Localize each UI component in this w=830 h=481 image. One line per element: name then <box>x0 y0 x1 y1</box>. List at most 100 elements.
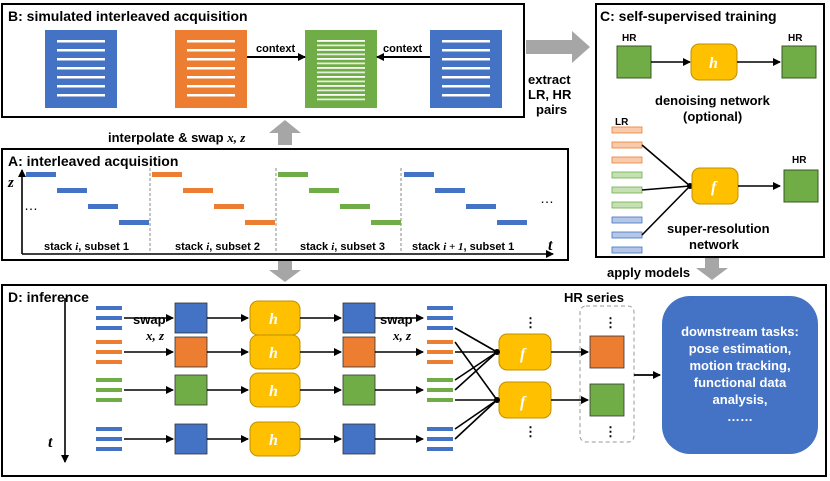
slice-line <box>442 94 490 97</box>
slice-line <box>57 58 105 61</box>
f-input-line <box>454 399 498 430</box>
input-slice <box>96 378 122 382</box>
hr-sr-patch <box>783 169 819 203</box>
lr-converging-line <box>641 144 691 187</box>
svg-text:⋮: ⋮ <box>604 315 617 330</box>
arrow-a-to-b <box>269 120 301 145</box>
arrow-c-to-d <box>696 258 728 280</box>
lr-slice <box>611 141 643 149</box>
acquired-slice <box>57 188 87 193</box>
arrow-a-to-d <box>269 261 301 282</box>
swap-vars-2: x, z <box>392 328 412 343</box>
panel-b-slice-lines <box>57 40 490 101</box>
slice-line-dense <box>317 80 365 83</box>
input-patch <box>174 374 208 406</box>
slice-line-dense <box>317 49 365 51</box>
swapped-slice <box>427 316 453 320</box>
slice-line <box>442 40 490 43</box>
lr-slice <box>611 156 643 164</box>
panel-b-stacks <box>45 30 502 108</box>
slice-line-dense <box>317 53 365 56</box>
lr-slices <box>611 126 643 254</box>
denoised-patch <box>342 302 376 334</box>
denoised-patch <box>342 374 376 406</box>
acquired-slice <box>26 172 56 177</box>
slice-line-dense <box>317 76 365 78</box>
subset-label-2: stack i, subset 2 <box>175 241 260 253</box>
t-axis-label: t <box>548 237 553 254</box>
input-slice <box>96 388 122 392</box>
f-input-line <box>454 327 498 353</box>
swapped-slice <box>427 427 453 431</box>
context-label-right: context <box>383 43 422 55</box>
slice-line-dense <box>317 85 365 87</box>
lr-converging-line <box>641 185 691 236</box>
ellipsis-left: … <box>24 197 38 213</box>
hr-output-patch <box>589 383 625 417</box>
slice-line <box>442 58 490 61</box>
acquired-slice <box>309 188 339 193</box>
panel-d-frame <box>1 284 827 477</box>
f-input-line <box>454 399 498 440</box>
acquired-slice <box>214 204 244 209</box>
lr-converging-lines <box>641 144 691 236</box>
slice-line <box>187 58 235 61</box>
slice-line <box>57 67 105 70</box>
lr-slice <box>611 216 643 224</box>
downstream-line: downstream tasks: <box>681 324 799 339</box>
swapped-slice <box>427 437 453 441</box>
arrow-b-to-c <box>526 31 590 63</box>
input-slice <box>96 427 122 431</box>
vertical-ellipses: ⋮ ⋮ ⋮ ⋮ <box>524 315 617 439</box>
slice-line <box>442 49 490 52</box>
input-slice <box>96 340 122 344</box>
sr-label-2: network <box>689 237 740 252</box>
downstream-line: …… <box>727 409 753 424</box>
input-patch <box>174 423 208 455</box>
h-network-label: h <box>269 432 278 449</box>
hr-sr-label: HR <box>792 155 807 166</box>
lr-slice <box>611 231 643 239</box>
slice-line <box>187 67 235 70</box>
swapped-slice <box>427 326 453 330</box>
swapped-slice <box>427 340 453 344</box>
slice-line-dense <box>317 67 365 69</box>
swapped-slice <box>427 306 453 310</box>
hr-output-patch <box>589 335 625 369</box>
slice-line-dense <box>317 62 365 65</box>
input-slice <box>96 350 122 354</box>
extract-pairs-label: extract LR, HR pairs <box>528 72 572 117</box>
f-network-label: f <box>520 394 527 411</box>
ellipsis-right: … <box>540 190 554 206</box>
f-input-line <box>454 341 498 401</box>
slice-line <box>187 76 235 79</box>
slice-line <box>442 76 490 79</box>
hr-output-patch <box>781 45 817 79</box>
hr-input-label: HR <box>622 33 637 44</box>
acquired-slices <box>26 172 527 225</box>
panel-d-title: D: inference <box>8 289 89 305</box>
slice-line <box>187 94 235 97</box>
hr-series-label: HR series <box>564 290 624 305</box>
subset-label-3: stack i, subset 3 <box>300 241 385 253</box>
slice-line <box>187 49 235 52</box>
z-axis-label: z <box>7 175 14 191</box>
swapped-slice <box>427 398 453 402</box>
subset-labels: stack i, subset 1 stack i, subset 2 stac… <box>44 241 514 253</box>
swapped-slice <box>427 360 453 364</box>
swap-label-2: swap <box>380 312 413 327</box>
slice-line-dense <box>317 58 365 60</box>
f-label-train: f <box>711 179 718 196</box>
lr-slice <box>611 186 643 194</box>
denoising-label: denoising network <box>655 93 771 108</box>
input-slice <box>96 306 122 310</box>
hr-output-label: HR <box>788 33 803 44</box>
slice-line-dense <box>317 40 365 42</box>
context-label-left: context <box>256 43 295 55</box>
h-network-label: h <box>269 345 278 362</box>
slice-line <box>187 85 235 88</box>
panel-a-title: A: interleaved acquisition <box>8 153 178 169</box>
input-slice <box>96 360 122 364</box>
input-slice <box>96 447 122 451</box>
